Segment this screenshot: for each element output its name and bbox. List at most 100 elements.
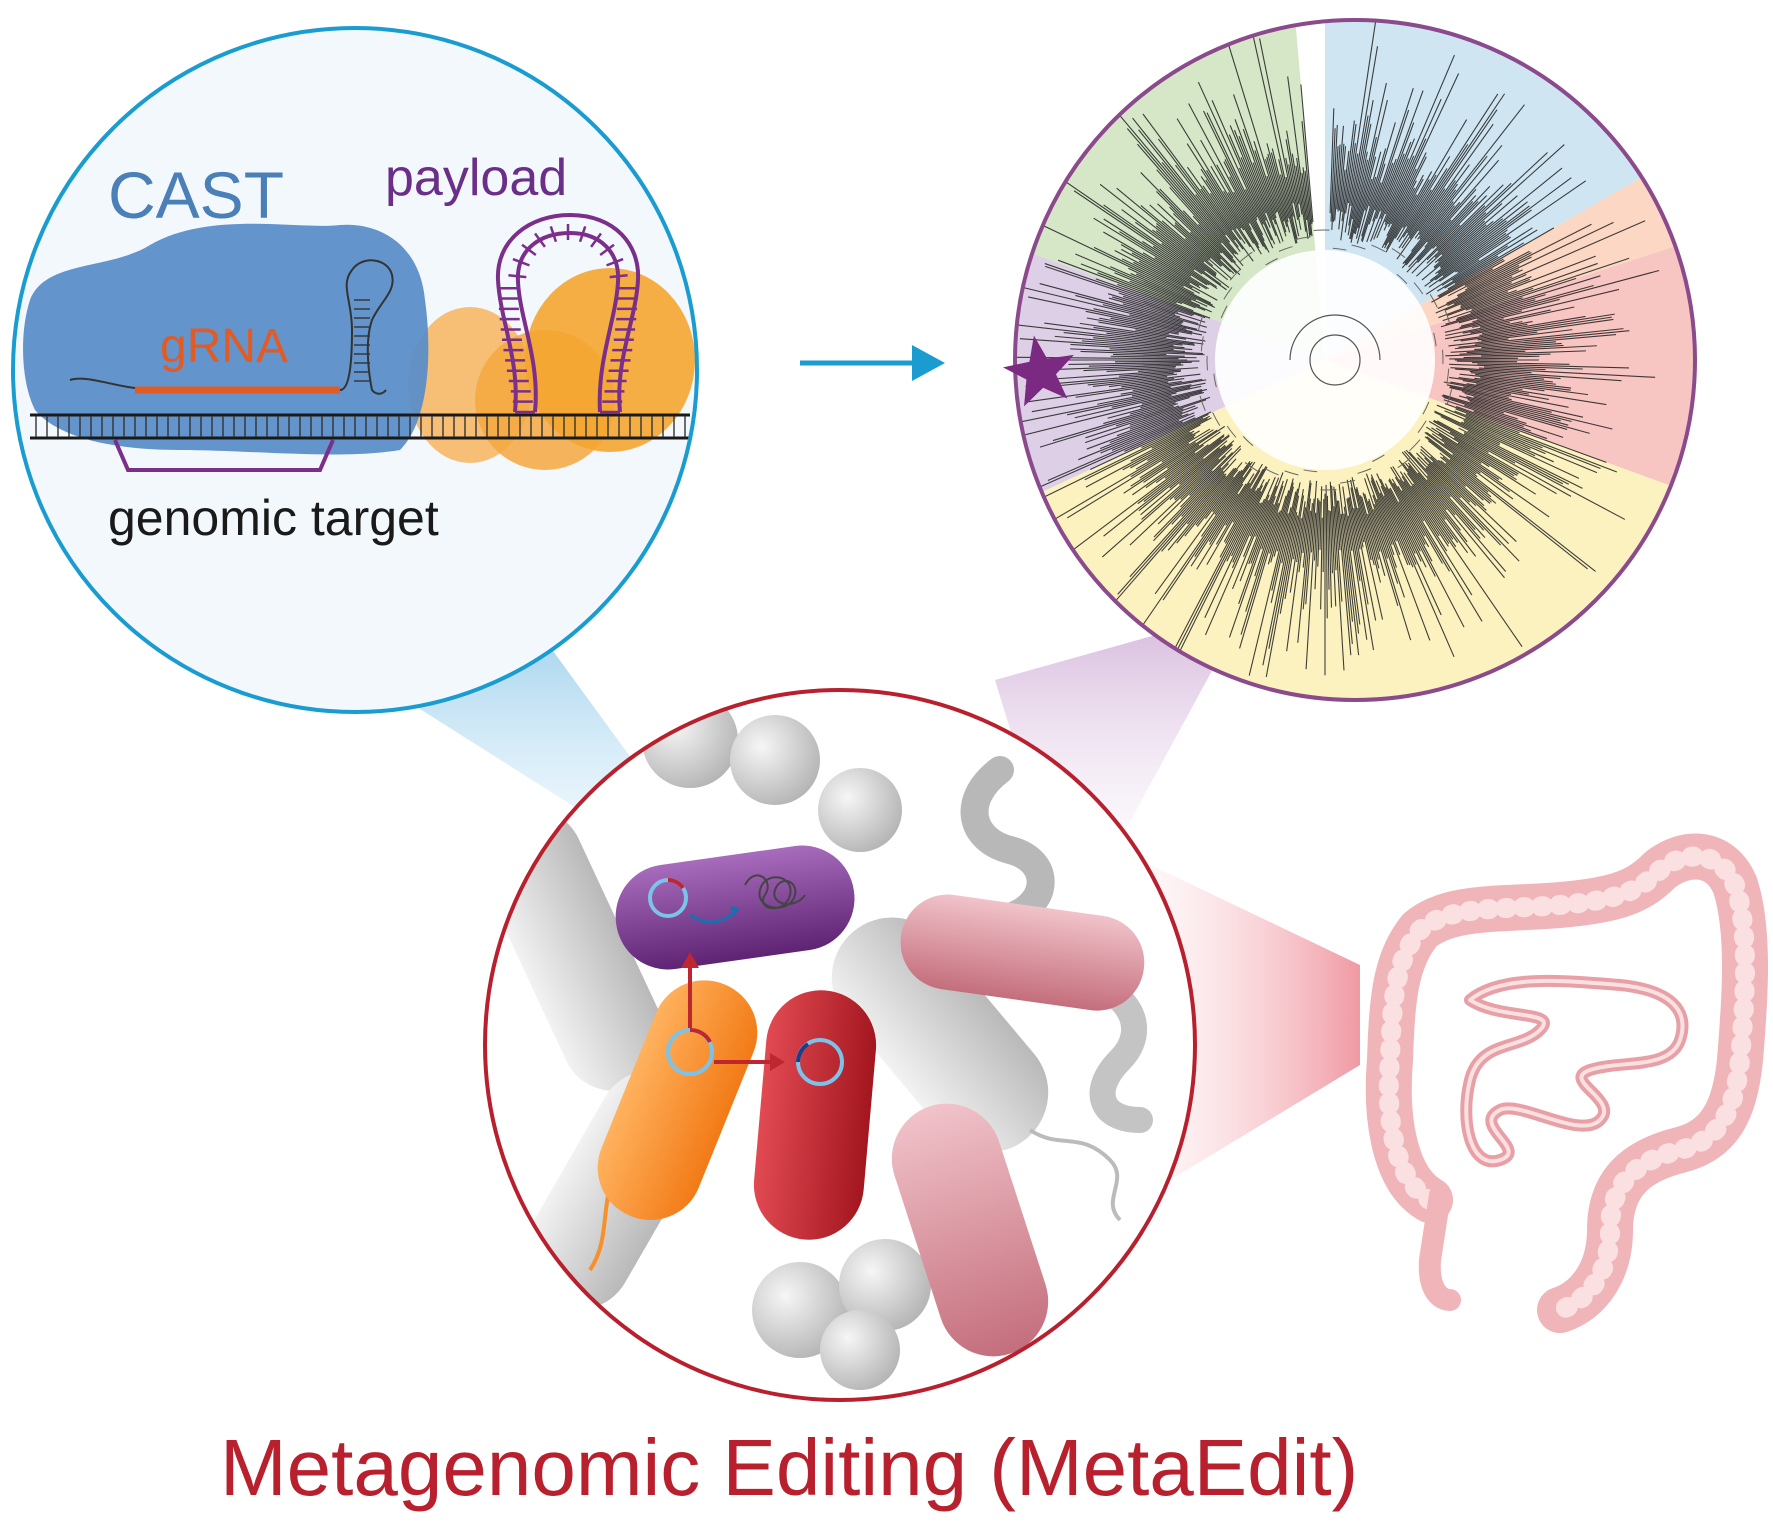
tree-branch — [1397, 485, 1443, 564]
tree-branch — [1460, 318, 1614, 342]
tree-arc — [1433, 332, 1437, 347]
tree-branch — [1445, 321, 1510, 337]
tree-branch — [1284, 488, 1304, 599]
tree-branch — [1453, 437, 1518, 476]
clade-sector — [1325, 150, 1695, 360]
tree-branch — [1437, 258, 1504, 297]
tree-branch — [1212, 461, 1251, 513]
tree-arc — [1357, 468, 1372, 474]
tree-branch — [1465, 262, 1598, 311]
tree-branch — [1118, 292, 1179, 313]
tree-branch — [1384, 155, 1415, 223]
tree-branch — [1368, 88, 1414, 225]
tree-branch — [1278, 159, 1298, 240]
tree-branch — [1084, 408, 1184, 444]
tree-branch — [1405, 201, 1461, 266]
tree-branch — [1411, 485, 1523, 648]
tree-branch — [1458, 427, 1570, 485]
tree-branch — [1473, 396, 1572, 423]
transfer-arrow-right — [714, 1053, 785, 1071]
tree-branch — [1470, 320, 1533, 334]
tree-branch — [1384, 187, 1416, 246]
tree-branch — [1208, 483, 1247, 543]
tree-branch — [1231, 502, 1263, 569]
tree-branch — [1368, 148, 1387, 207]
tree-branch — [1401, 451, 1456, 516]
tree-branch — [1443, 443, 1550, 518]
tree-arc — [1409, 439, 1421, 452]
tree-branch — [1319, 486, 1323, 550]
tree-branch — [1456, 360, 1518, 363]
tree-branch — [1417, 472, 1505, 579]
tree-branch — [1026, 381, 1169, 403]
tree-branch — [1388, 479, 1433, 562]
tree-arc — [1244, 462, 1259, 472]
tree-branch — [1428, 232, 1507, 288]
tree-branch — [1446, 269, 1520, 304]
tree-branch — [1130, 432, 1193, 469]
tree-branch — [1080, 350, 1167, 356]
tree-branch — [1431, 427, 1536, 495]
tree-branch — [1302, 482, 1312, 554]
tree-branch — [1446, 384, 1509, 398]
tree-branch — [1093, 217, 1209, 290]
tree-branch — [1129, 447, 1233, 546]
tree-branch — [1408, 219, 1452, 268]
tree-branch — [1356, 486, 1382, 583]
tree-branch — [1479, 313, 1615, 337]
tree-branch — [1360, 163, 1386, 241]
tree-branch — [1206, 488, 1252, 565]
tree-branch — [1350, 487, 1364, 548]
tree-branch — [1449, 387, 1584, 418]
tree-branch — [1101, 440, 1235, 558]
tree-branch — [1464, 256, 1532, 291]
tree-branch — [1365, 473, 1393, 545]
tree-branch — [1403, 480, 1440, 537]
tree-branch — [1021, 417, 1196, 496]
tree-branch — [1121, 209, 1206, 272]
tree-branch — [1399, 471, 1450, 545]
tree-arc — [1372, 454, 1385, 462]
tree-branch — [1384, 158, 1409, 215]
tree-branch — [1460, 278, 1530, 308]
tree-branch — [1426, 159, 1500, 243]
tree-branch — [1443, 381, 1512, 396]
payload-rung — [521, 243, 537, 257]
tree-branch — [1367, 501, 1412, 641]
tree-branch — [1157, 138, 1236, 241]
tree-branch — [1286, 130, 1300, 205]
tree-branch — [1440, 415, 1500, 446]
tree-branch — [1174, 222, 1223, 267]
tree-branch — [1420, 445, 1466, 487]
tree-branch — [1136, 273, 1208, 307]
tree-branch — [1044, 322, 1204, 345]
tree-branch — [1356, 176, 1377, 244]
tree-branch — [1448, 252, 1532, 297]
tree-branch — [1381, 180, 1417, 249]
tree-branch — [1223, 161, 1265, 242]
tree-branch — [1086, 407, 1199, 450]
tree-branch — [1472, 298, 1560, 323]
tree-branch — [1124, 411, 1212, 452]
tree-branch — [1160, 487, 1259, 675]
tree-branch — [1115, 360, 1200, 363]
tree-branch — [1075, 253, 1212, 313]
tree-branch — [1098, 321, 1170, 335]
tree-branch — [1449, 376, 1545, 392]
tree-branch — [1233, 191, 1264, 247]
tree-branch — [1265, 512, 1298, 678]
tree-branch — [1405, 462, 1468, 543]
tree-branch — [1103, 218, 1208, 286]
tree-branch — [1347, 515, 1368, 640]
tree-branch — [1416, 452, 1461, 499]
tree-branch — [1132, 378, 1203, 391]
tree-branch — [1384, 483, 1427, 568]
tree-branch — [1337, 143, 1345, 212]
tree-branch — [1447, 289, 1517, 316]
tree-branch — [1364, 151, 1382, 211]
tree-branch — [1279, 515, 1299, 614]
tree-branch — [1366, 158, 1397, 243]
tree-branch — [1463, 419, 1531, 450]
tree-branch — [1206, 112, 1258, 218]
tree-branch — [1453, 220, 1646, 305]
